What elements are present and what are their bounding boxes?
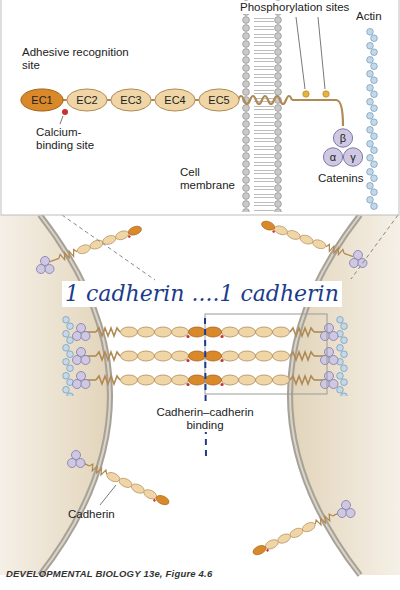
callout-label: Phosphorylation sites: [238, 1, 351, 14]
callout-label: Actin: [356, 10, 396, 23]
ec-domain-oval: EC5: [198, 88, 240, 112]
ec-domain-oval: EC4: [154, 88, 196, 112]
catenin-circle: γ: [343, 147, 363, 167]
node-text: EC2: [76, 95, 97, 106]
node-text: EC5: [208, 95, 229, 106]
catenin-circle: α: [323, 147, 343, 167]
callout-label: Catenins: [318, 172, 378, 185]
ec-domain-oval: EC3: [110, 88, 152, 112]
node-text: β: [340, 133, 346, 144]
node-text: EC3: [120, 95, 141, 106]
ec-domain-oval: EC1: [20, 88, 64, 112]
figure-caption: DEVELOPMENTAL BIOLOGY 13e, Figure 4.6: [6, 568, 212, 579]
node-text: α: [330, 152, 336, 163]
node-text: EC1: [31, 95, 52, 106]
node-text: γ: [350, 152, 356, 163]
callout-label: Cell membrane: [180, 166, 238, 192]
catenin-circle: β: [333, 128, 353, 148]
callout-label: Cadherin: [68, 508, 138, 521]
node-text: EC4: [164, 95, 185, 106]
ec-domain-oval: EC2: [66, 88, 108, 112]
callout-label: Adhesive recognition site: [22, 46, 147, 72]
handwritten-note: 1 cadherin ....1 cadherin: [62, 281, 342, 307]
callout-label: Cadherin–cadherin binding: [148, 406, 262, 432]
callout-label: Calcium-binding site: [36, 126, 108, 152]
